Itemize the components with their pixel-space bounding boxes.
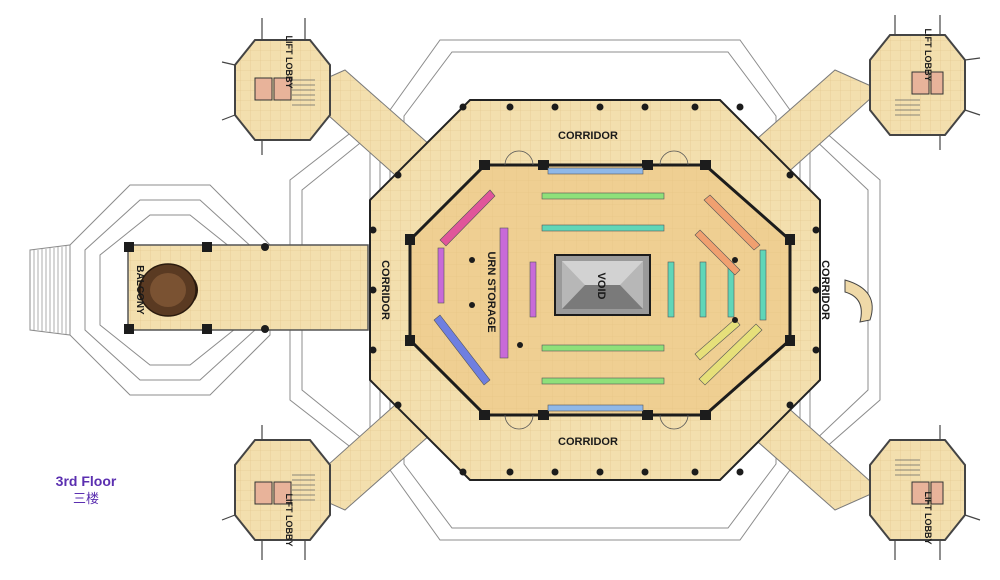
balcony-stairs: [33, 246, 67, 334]
right-stair: [844, 279, 873, 323]
lift-cars: [254, 71, 944, 505]
urn-icon: [138, 263, 198, 317]
hall-piers: [405, 160, 795, 420]
hall-columns: [469, 257, 738, 348]
balcony-label: BALCONY: [134, 265, 145, 315]
lift-lobby-tl-label: LIFT LOBBY: [284, 36, 294, 89]
floor-title: 3rd Floor: [55, 473, 117, 489]
doors: [504, 150, 689, 430]
floor-title-block: 3rd Floor 三楼: [36, 472, 136, 508]
floor-subtitle: 三楼: [72, 491, 99, 506]
corridor-right-label: CORRIDOR: [819, 260, 831, 320]
corridor-left-label: CORRIDOR: [379, 260, 391, 320]
corridor-bottom-label: CORRIDOR: [558, 436, 618, 448]
void: [554, 254, 651, 316]
lift-lobby-br-label: LIFT LOBBY: [923, 492, 933, 545]
void-label: VOID: [595, 273, 607, 300]
stair-hatching: [292, 79, 920, 501]
urn-shelves: [433, 167, 767, 412]
urn-storage-label: URN STORAGE: [485, 251, 497, 332]
tower-spikes: [221, 15, 981, 560]
lift-lobby-tr-label: LIFT LOBBY: [923, 29, 933, 82]
lift-lobby-bl-label: LIFT LOBBY: [284, 494, 294, 547]
corridor-columns: [369, 103, 820, 476]
bridge-arms: [299, 69, 881, 511]
corridor-top-label: CORRIDOR: [558, 130, 618, 142]
balcony-columns: [124, 242, 269, 334]
